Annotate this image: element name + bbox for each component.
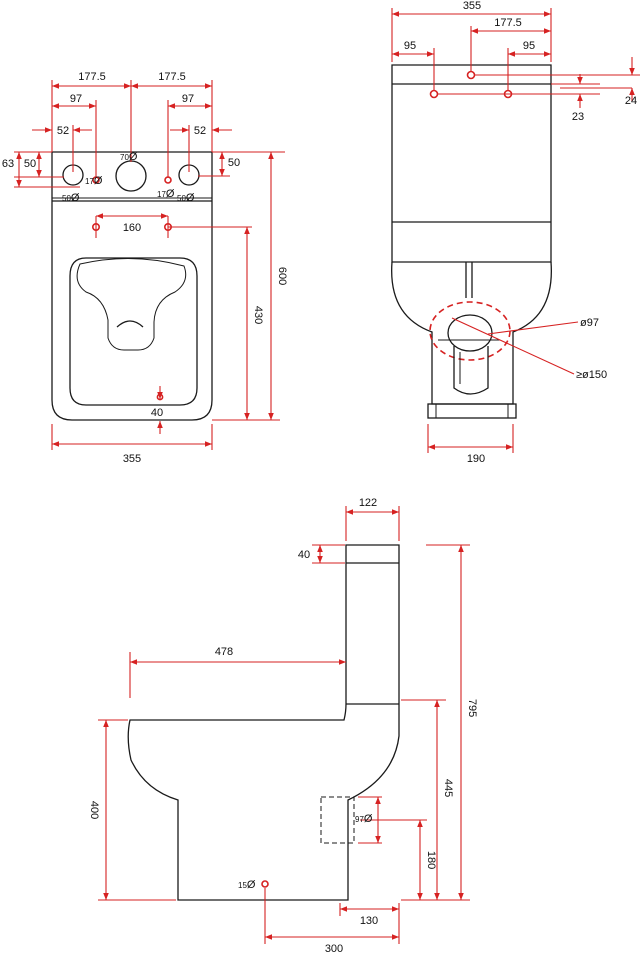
side-outline — [127, 544, 400, 901]
leader-line — [451, 317, 575, 375]
plan-outlet-curve — [116, 320, 144, 328]
dim-plan-430: 430 — [252, 306, 264, 324]
front-cistern — [391, 64, 552, 263]
side-view: 122 40 478 795 445 180 97Ø 400 15Ø — [88, 497, 478, 953]
dim-plan-52-left: 52 — [57, 125, 69, 137]
dim-plan-50-dia-right: 50Ø — [177, 192, 195, 204]
dim-front-95-right: 95 — [523, 40, 535, 52]
side-fix-hole — [261, 880, 269, 888]
dim-plan-half-right: 177.5 — [158, 71, 186, 83]
leader-line — [487, 321, 579, 335]
dim-front-24: 24 — [625, 95, 637, 107]
dim-plan-half-left: 177.5 — [78, 71, 106, 83]
side-outlet-dashed — [320, 796, 355, 844]
dim-plan-17-left: 17Ø — [85, 175, 103, 187]
dim-side-97: 97Ø — [355, 813, 373, 825]
dim-side-795: 795 — [466, 699, 478, 717]
front-hole-left — [429, 89, 439, 99]
dim-plan-50-dia-left: 50Ø — [62, 192, 80, 204]
dim-plan-63: 63 — [2, 158, 14, 170]
front-outlet-pipe — [453, 346, 489, 395]
dim-front-190: 190 — [467, 453, 485, 465]
dim-front-23: 23 — [572, 111, 584, 123]
dim-plan-17-right: 17Ø — [157, 188, 175, 200]
dim-side-40: 40 — [298, 549, 310, 561]
plan-bowl-inner — [76, 257, 187, 351]
dim-plan-50-left: 50 — [24, 158, 36, 170]
dim-plan-160: 160 — [123, 222, 141, 234]
dim-front-355: 355 — [463, 0, 481, 12]
dim-plan-50-right: 50 — [228, 157, 240, 169]
dim-side-300: 300 — [325, 943, 343, 953]
dim-plan-355: 355 — [123, 453, 141, 465]
dim-plan-97-right: 97 — [182, 93, 194, 105]
dim-side-122: 122 — [359, 497, 377, 509]
dim-side-15: 15Ø — [238, 879, 256, 891]
dim-side-180: 180 — [425, 851, 437, 869]
plan-view: 177.5 177.5 97 97 52 52 63 50 50 70Ø 17Ø… — [2, 71, 288, 465]
dim-front-95-left: 95 — [404, 40, 416, 52]
dim-plan-70-dia: 70Ø — [120, 151, 138, 163]
dim-front-outlet: ø97 — [580, 317, 599, 329]
dim-front-177-5: 177.5 — [494, 17, 522, 29]
dim-plan-600: 600 — [276, 267, 288, 285]
dim-side-400: 400 — [88, 801, 100, 819]
dim-plan-52-right: 52 — [194, 125, 206, 137]
dim-plan-97-left: 97 — [70, 93, 82, 105]
front-hole-centre — [466, 70, 476, 80]
dim-plan-40: 40 — [151, 407, 163, 419]
front-view: 355 177.5 95 95 24 23 ø97 ≥ø150 190 — [391, 0, 640, 465]
front-foot — [427, 403, 517, 419]
dim-side-445: 445 — [442, 779, 454, 797]
dim-front-pan: ≥ø150 — [576, 369, 607, 381]
dim-side-130: 130 — [360, 915, 378, 927]
dim-side-478: 478 — [215, 646, 233, 658]
plan-pan-inner — [69, 257, 198, 406]
plan-centre-hole — [115, 160, 147, 192]
plan-outline — [51, 151, 213, 421]
